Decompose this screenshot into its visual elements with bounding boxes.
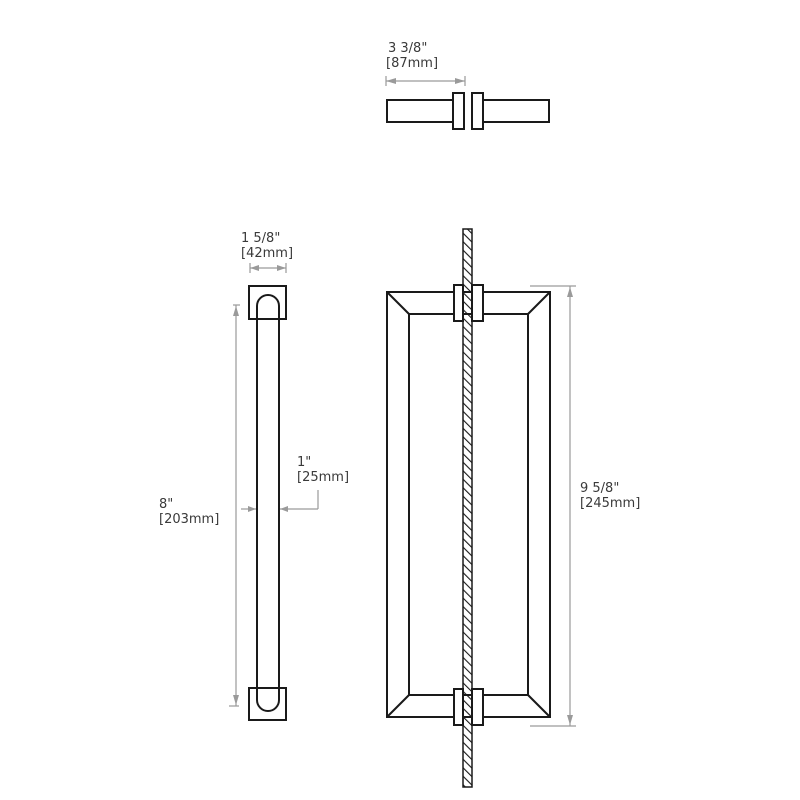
- top-width-imperial: 3 3/8": [388, 41, 427, 56]
- glass-panel: [462, 228, 473, 788]
- side-width-metric: [42mm]: [241, 246, 293, 261]
- center-to-center-dimension-line: [229, 304, 240, 707]
- center-to-center-imperial: 8": [159, 497, 173, 512]
- overall-length-dimension-line: [530, 285, 576, 727]
- side-view: 1 5/8" [42mm] 8" [203mm]: [159, 231, 349, 721]
- overall-length-imperial: 9 5/8": [580, 481, 619, 496]
- bottom-left-standoff: [453, 688, 464, 726]
- left-standoff: [452, 92, 465, 130]
- left-handle-bar: [386, 99, 455, 123]
- right-handle-bar: [482, 99, 550, 123]
- side-width-imperial: 1 5/8": [241, 231, 280, 246]
- front-view: 9 5/8" [245mm]: [386, 228, 640, 788]
- top-view: 3 3/8" [87mm]: [385, 41, 550, 130]
- right-standoff: [471, 92, 484, 130]
- bottom-mount-base: [248, 687, 287, 721]
- bar-bottom-end: [256, 688, 280, 712]
- diameter-imperial: 1": [297, 455, 311, 470]
- top-width-metric: [87mm]: [386, 56, 438, 71]
- top-right-standoff: [471, 284, 484, 322]
- overall-length-metric: [245mm]: [580, 496, 640, 511]
- center-to-center-metric: [203mm]: [159, 512, 219, 527]
- diameter-dimension-line: [241, 490, 319, 512]
- top-width-dimension-line: [385, 76, 466, 86]
- diameter-metric: [25mm]: [297, 470, 349, 485]
- bar-top-end: [256, 294, 280, 320]
- side-width-dimension-line: [249, 263, 287, 273]
- top-left-standoff: [453, 284, 464, 322]
- bottom-right-standoff: [471, 688, 484, 726]
